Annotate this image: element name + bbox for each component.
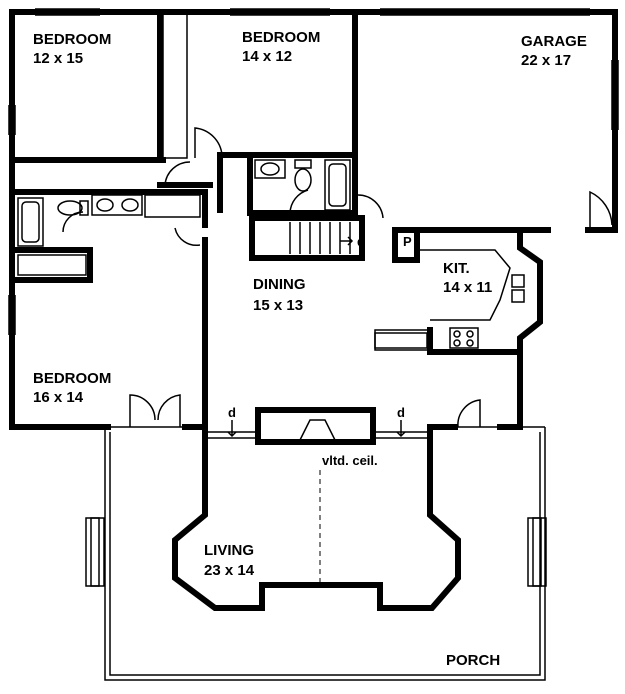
garage-size: 22 x 17 [521,52,571,69]
dining-name: DINING [253,276,306,293]
garage-name: GARAGE [521,33,587,50]
down-label-right: d [397,405,405,420]
pantry-label: P [403,234,412,249]
living-size: 23 x 14 [204,562,255,579]
fixtures [17,159,525,585]
living-name: LIVING [204,542,254,559]
bedroom-n-size: 14 x 12 [242,48,292,65]
dining-size: 15 x 13 [253,297,303,314]
stair-down-label: d [357,234,365,249]
bedroom-n-name: BEDROOM [242,29,320,46]
kitchen-name: KIT. [443,260,470,277]
bedroom-nw-name: BEDROOM [33,31,111,48]
porch-outline [85,426,547,681]
bedroom-sw-name: BEDROOM [33,370,111,387]
down-label-left: d [228,405,236,420]
bedroom-sw-size: 16 x 14 [33,389,84,406]
bedroom-nw-size: 12 x 15 [33,50,83,67]
porch-name: PORCH [446,652,500,669]
vaulted-ceiling-label: vltd. ceil. [322,453,378,468]
kitchen-size: 14 x 11 [443,279,492,296]
windows [8,8,619,439]
